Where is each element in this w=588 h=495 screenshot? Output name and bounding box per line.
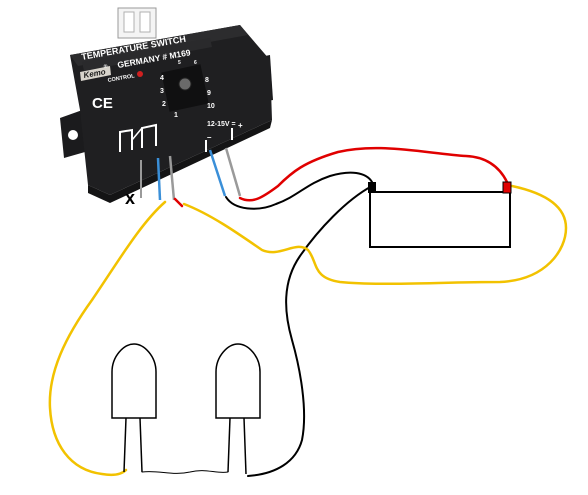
wire-lamp-bridge: [141, 470, 229, 474]
polarity-minus: –: [207, 133, 212, 142]
ce-mark: CE: [92, 95, 113, 112]
control-led: [137, 71, 143, 77]
dial-number-3: 3: [160, 88, 164, 95]
brand-label: Kemo: [83, 67, 107, 80]
wire-black-module-to-battery: [225, 171, 373, 210]
wire-red-tip: [173, 197, 184, 208]
mounting-hole-left: [68, 130, 78, 140]
battery: [368, 181, 512, 248]
battery-negative-terminal: [368, 182, 376, 193]
terminal-wire-blue: [156, 157, 162, 201]
control-label: CONTROL: [107, 73, 135, 84]
wire-black-battery-to-lamp: [247, 185, 373, 477]
module-terminals: x: [125, 147, 242, 208]
dial-number-2: 2: [162, 101, 166, 108]
dial-number-5: 5: [178, 60, 181, 66]
wire-yellow-battery-loop: [182, 184, 568, 286]
registered-mark: ®: [103, 62, 108, 70]
lamp-right: [215, 343, 261, 475]
polarity-plus: +: [238, 121, 243, 130]
battery-body: [369, 191, 511, 248]
dial-number-10: 10: [207, 103, 215, 110]
wires: [48, 146, 568, 477]
battery-positive-terminal: [502, 181, 512, 194]
dial-number-8: 8: [205, 77, 209, 84]
dial-number-6: 6: [194, 60, 197, 66]
lamp-left: [111, 343, 157, 473]
dial-number-9: 9: [207, 90, 211, 97]
unused-terminal-marker: x: [125, 188, 135, 208]
brand-label-panel: [80, 66, 111, 81]
wire-yellow-module-to-lamp: [48, 200, 167, 477]
dial-number-1: 1: [174, 112, 178, 119]
dial-number-4: 4: [160, 75, 164, 82]
module-connector: [117, 7, 157, 39]
voltage-label: 12-15V =: [207, 121, 236, 128]
temperature-switch-module: [60, 25, 273, 203]
wire-red-positive: [238, 146, 509, 202]
